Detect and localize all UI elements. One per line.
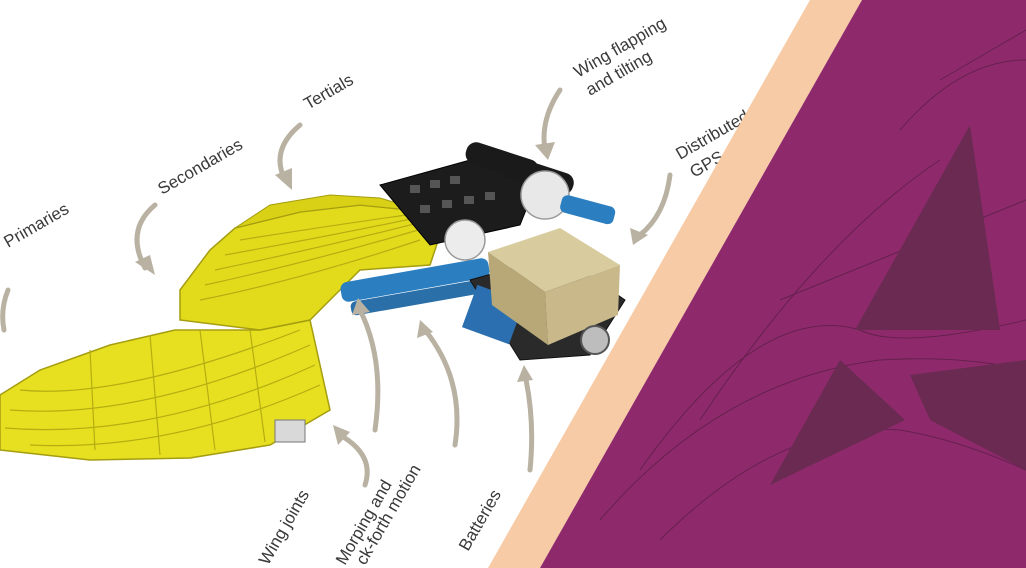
dark-triangle-large: [855, 125, 1000, 330]
panel-outline-lines: [599, 29, 1026, 541]
arrow-wing-joints: [337, 432, 370, 488]
blue-actuator-arm: [340, 258, 490, 302]
arrowhead-wing-joints: [333, 425, 350, 445]
callout-arrows: [0, 87, 673, 488]
tan-box-left: [488, 252, 548, 345]
frame-holes: [410, 176, 495, 213]
arrow-wing-flapping: [541, 87, 563, 153]
tan-box-top: [488, 228, 620, 292]
wing-primaries: [0, 319, 331, 461]
blue-actuator-right: [560, 195, 616, 225]
arrow-batteries: [522, 372, 535, 473]
arrowhead-secondaries: [135, 255, 155, 275]
arrow-distributed: [637, 172, 673, 238]
white-joint-1: [520, 170, 570, 220]
base-wheel: [580, 325, 610, 355]
peach-stripe: [488, 0, 862, 568]
arrow-morphing-2: [422, 327, 460, 448]
dark-triangle-middle: [770, 360, 905, 485]
white-joint-2: [444, 219, 486, 261]
dark-triangle-right: [910, 360, 1026, 470]
label-secondaries: Secondaries: [155, 135, 246, 199]
arrowhead-morphing-2: [417, 320, 433, 338]
tan-box-right: [545, 265, 620, 345]
arrowhead-batteries: [517, 365, 533, 382]
wing-secondaries: [179, 204, 441, 331]
purple-panel: [540, 0, 1026, 568]
wing-joint-block: [274, 419, 306, 443]
label-batteries: Batteries: [455, 486, 505, 554]
label-primaries: Primaries: [1, 199, 73, 251]
arrow-primaries: [0, 287, 11, 333]
feather-lines: [4, 211, 431, 456]
robot-body: [340, 142, 626, 361]
arrow-morphing-1: [357, 307, 381, 433]
arrowhead-morphing-1: [352, 298, 370, 315]
blue-actuator-arm-2: [350, 278, 490, 316]
decorative-panel: [488, 0, 1026, 568]
wing-assembly: [0, 194, 441, 461]
label-tertials: Tertials: [301, 70, 357, 113]
arrowhead-tertials: [275, 168, 292, 190]
arrowhead-distributed: [630, 228, 648, 245]
arrowhead-wing-flapping: [535, 142, 555, 160]
label-wing-joints: Wing joints: [255, 486, 313, 568]
